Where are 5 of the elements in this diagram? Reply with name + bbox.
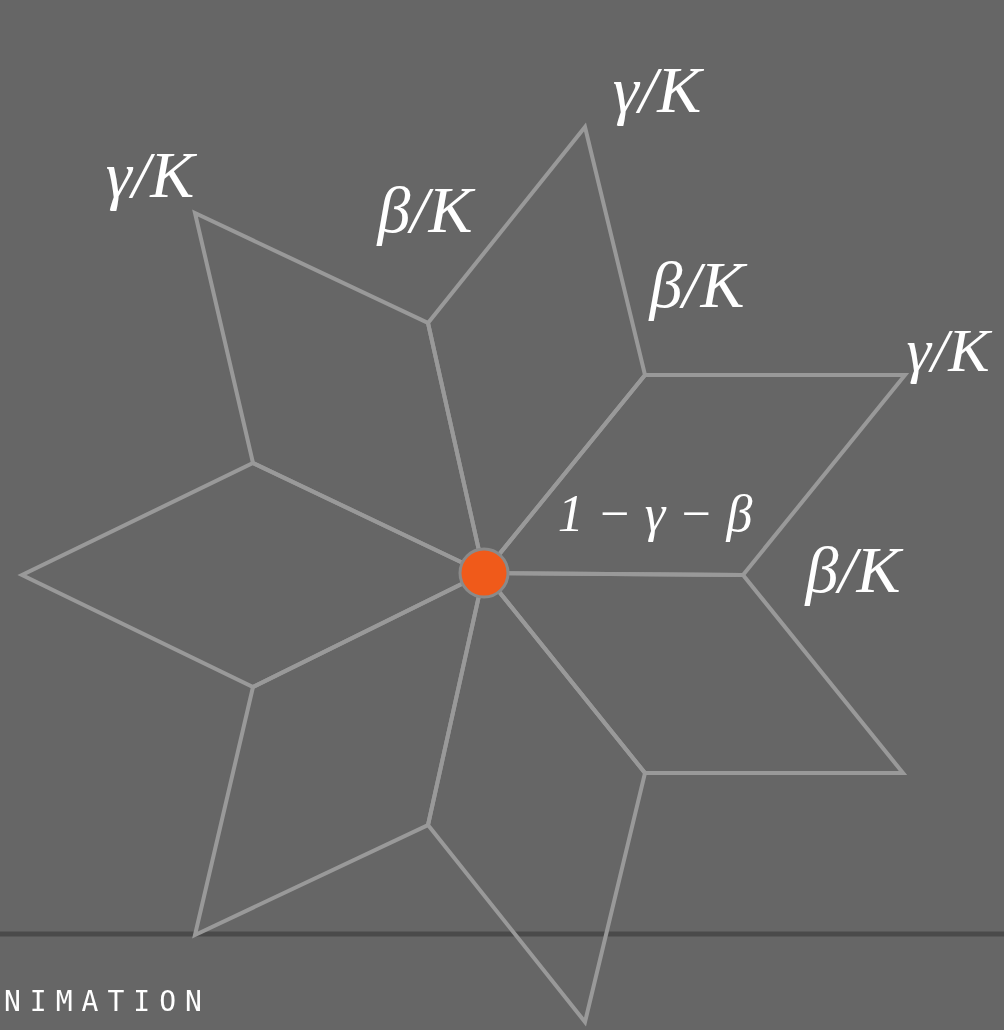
formula-label: 1 − γ − β xyxy=(557,483,753,543)
fraction-label: γ/K xyxy=(105,137,195,213)
caption-text: NIMATION xyxy=(4,985,211,1018)
fraction-label: γ/K xyxy=(612,52,702,128)
center-dot xyxy=(458,547,510,599)
